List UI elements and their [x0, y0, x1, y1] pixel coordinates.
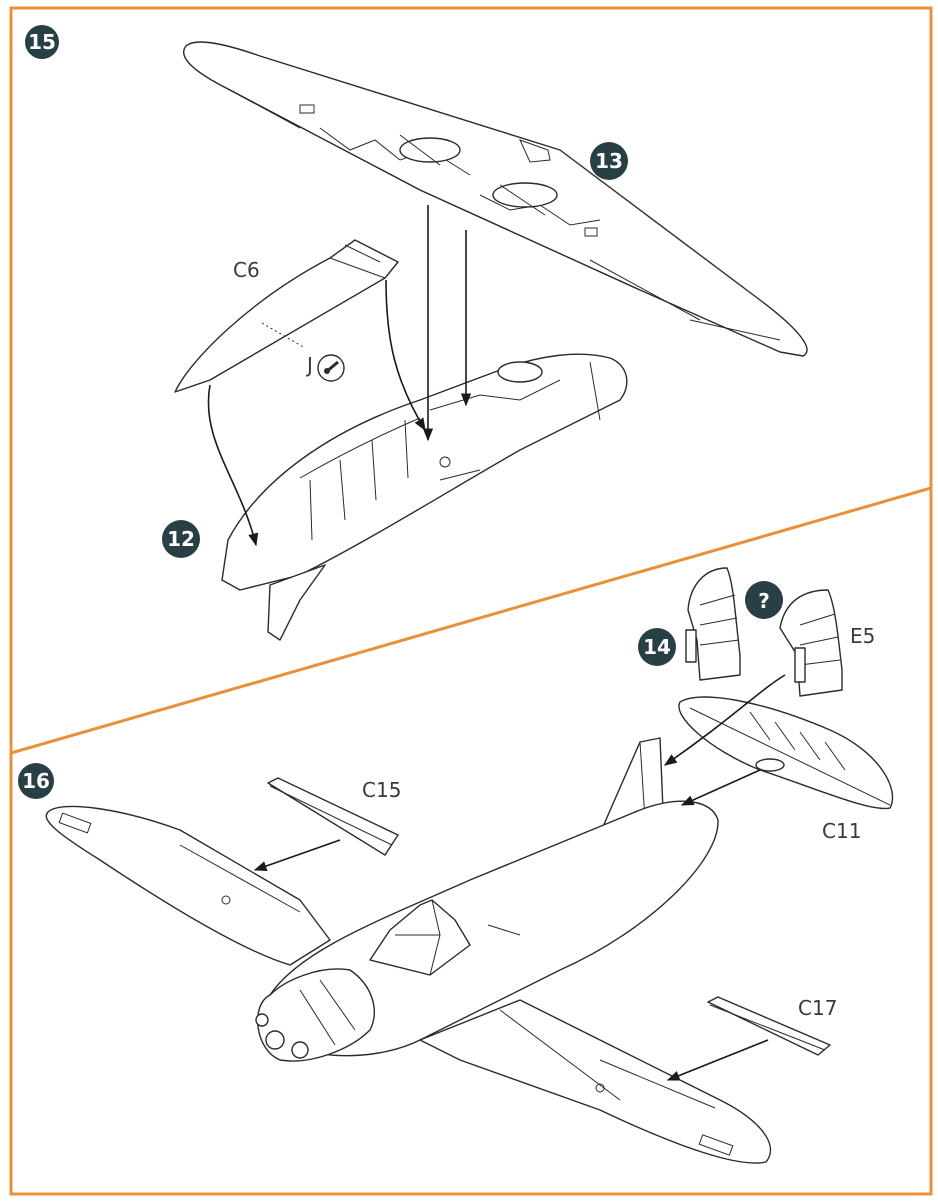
part-label-c11: C11 — [822, 819, 861, 843]
part-label-c17: C17 — [798, 996, 837, 1020]
svg-text:12: 12 — [167, 527, 195, 551]
step-badge-question: ? — [745, 581, 783, 619]
svg-text:14: 14 — [643, 635, 671, 659]
fin-option-14 — [685, 567, 741, 681]
fin-option-e5 — [779, 589, 843, 697]
step-badge-15: 15 — [25, 25, 59, 59]
part-c11-stabilizer — [678, 696, 894, 810]
svg-text:?: ? — [758, 589, 770, 613]
step-badge-16: 16 — [18, 763, 54, 799]
part-c15-aileron — [267, 777, 399, 856]
step-badge-14: 14 — [638, 628, 676, 666]
part-label-e5: E5 — [850, 624, 875, 648]
part-label-j: J — [305, 353, 313, 377]
panel-divider — [10, 486, 932, 755]
step16-arrows — [253, 674, 786, 1081]
part-label-c15: C15 — [362, 778, 401, 802]
svg-text:13: 13 — [595, 149, 623, 173]
svg-text:16: 16 — [22, 769, 50, 793]
part-label-c6: C6 — [233, 258, 260, 282]
tail-fin-half — [267, 564, 326, 641]
svg-text:15: 15 — [28, 30, 56, 54]
assembled-airframe — [45, 800, 772, 1164]
part-c6-fin — [174, 239, 399, 393]
part-c17-aileron — [707, 996, 831, 1056]
upper-wing-assembly — [183, 41, 808, 357]
fuselage-half — [221, 353, 628, 641]
step-badge-12: 12 — [162, 520, 200, 558]
panel-frame — [9, 6, 933, 1196]
step-badge-13: 13 — [590, 142, 628, 180]
step15-arrows — [207, 205, 472, 547]
